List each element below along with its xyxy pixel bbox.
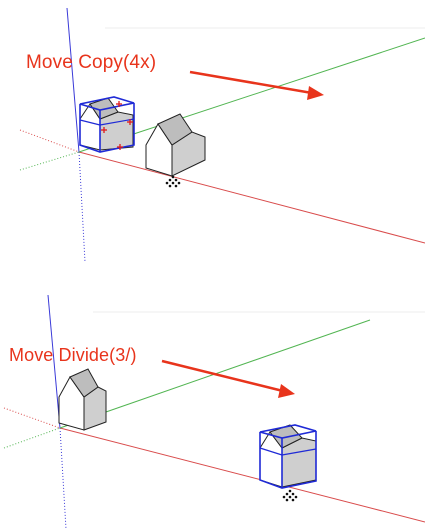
red-cross-marker-icon: [101, 101, 133, 150]
blue-axis: [66, 7, 80, 153]
panel-bottom: [3, 294, 425, 529]
red-axis-dotted: [19, 129, 80, 153]
red-axis-bottom: [59, 427, 425, 523]
red-axis: [78, 151, 425, 244]
move-divide-label: Move Divide(3/): [9, 345, 137, 365]
arrow-icon: [189, 70, 324, 100]
move-copy-label: Move Copy(4x): [26, 52, 157, 73]
arrow-icon-bottom: [161, 359, 295, 398]
selected-house-divided[interactable]: [259, 424, 317, 489]
panel-top: [19, 7, 425, 263]
red-axis-dotted-bottom: [3, 407, 61, 429]
green-axis-dotted: [19, 151, 80, 171]
green-axis-dotted-bottom: [3, 427, 61, 449]
blue-axis-bottom: [47, 294, 61, 429]
green-axis: [78, 37, 425, 153]
blue-axis-dotted-bottom: [59, 427, 67, 529]
house-original[interactable]: [58, 368, 107, 431]
move-cursor-icon: [165, 175, 181, 188]
house-copy[interactable]: [145, 113, 206, 177]
blue-axis-dotted: [78, 151, 86, 263]
selected-house[interactable]: [79, 96, 135, 153]
move-cursor-icon-bottom: [282, 489, 298, 502]
